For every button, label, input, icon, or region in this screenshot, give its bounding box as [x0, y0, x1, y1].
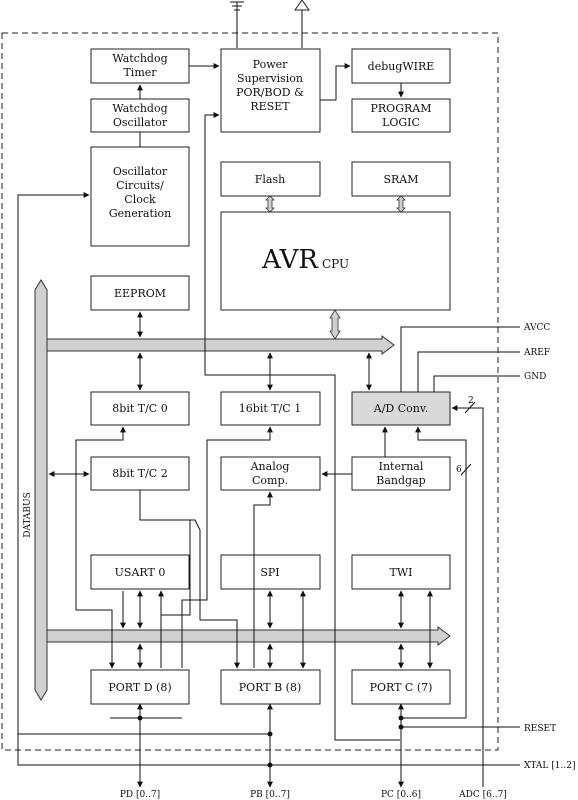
power-supervision-block: [220, 48, 321, 133]
power-label-3: POR/BOD &: [236, 86, 304, 99]
watchdog-oscillator-label-2: Oscillator: [113, 116, 168, 129]
osc-label-2: Circuits/: [116, 179, 164, 192]
pin-aref: AREF: [523, 348, 550, 358]
watchdog-oscillator-label-1: Watchdog: [112, 102, 167, 115]
tc0-label: 8bit T/C 0: [112, 402, 167, 415]
tc2-label: 8bit T/C 2: [112, 467, 167, 480]
bandgap-bus-width: 6: [456, 465, 462, 475]
eeprom-label: EEPROM: [114, 287, 166, 300]
flash-label: Flash: [255, 173, 285, 186]
sram-cpu-link: [396, 195, 406, 213]
bandgap-label-2: Bandgap: [376, 474, 425, 487]
databus: DATABUS: [23, 279, 48, 701]
tc2-block: [90, 456, 190, 491]
watchdog-timer-label-2: Timer: [123, 66, 157, 79]
usart-block: [90, 554, 190, 590]
spi-block: [220, 554, 321, 590]
program-logic-label-2: LOGIC: [382, 116, 420, 129]
osc-label-1: Oscillator: [113, 165, 168, 178]
internal-bus-upper: [46, 335, 395, 355]
flash-cpu-link: [265, 195, 275, 213]
pin-pb: PB [0..7]: [250, 790, 290, 800]
twi-block: [351, 554, 451, 590]
analog-comp-label-1: Analog: [250, 460, 290, 473]
databus-label: DATABUS: [23, 492, 33, 538]
pin-gnd: GND: [524, 372, 546, 382]
connections: [17, 63, 520, 788]
watchdog-timer-label-1: Watchdog: [112, 52, 167, 65]
chip-outline: [1, 32, 499, 751]
portc-block: [351, 669, 451, 705]
flash-block: [220, 161, 321, 197]
pin-pd: PD [0..7]: [120, 790, 160, 800]
cpu-sub-label: CPU: [322, 257, 349, 271]
portb-label: PORT B (8): [239, 681, 302, 694]
bandgap-block: [351, 456, 451, 491]
spi-label: SPI: [260, 566, 279, 579]
adc-label: A/D Conv.: [373, 402, 429, 415]
analog-comp-label-2: Comp.: [252, 474, 288, 487]
oscillator-circuits-block: [90, 146, 190, 247]
analog-comp-block: [220, 456, 321, 491]
pin-adc: ADC [6..7]: [458, 790, 507, 800]
portc-label: PORT C (7): [370, 681, 433, 694]
program-logic-label-1: PROGRAM: [371, 102, 432, 115]
ground-symbol: [230, 1, 244, 48]
pin-pc: PC [0..6]: [381, 790, 421, 800]
cpu-main-label: AVR: [261, 245, 319, 275]
tc0-block: [90, 391, 190, 426]
osc-label-4: Generation: [109, 207, 171, 220]
portb-block: [220, 669, 321, 705]
portd-label: PORT D (8): [108, 681, 171, 694]
adc-bus-width: 2: [468, 396, 474, 406]
tc1-label: 16bit T/C 1: [239, 402, 301, 415]
osc-label-3: Clock: [124, 193, 156, 206]
watchdog-timer-block: [90, 48, 190, 84]
sram-label: SRAM: [383, 173, 418, 186]
twi-label: TWI: [390, 566, 413, 579]
power-label-4: RESET: [250, 100, 290, 113]
program-logic-block: [351, 98, 451, 133]
power-label-1: Power: [253, 58, 289, 71]
pin-xtal: XTAL [1..2]: [524, 761, 575, 771]
supply-symbol: [294, 0, 310, 48]
internal-bus-lower: [46, 626, 451, 646]
portd-block: [90, 669, 190, 705]
cpu-bus-link: [329, 309, 341, 340]
eeprom-block: [90, 275, 190, 311]
pin-reset: RESET: [524, 724, 556, 734]
tc1-block: [220, 391, 321, 426]
debugwire-label: debugWIRE: [368, 60, 435, 73]
bandgap-label-1: Internal: [379, 460, 424, 473]
adc-block: [351, 391, 451, 426]
pin-avcc: AVCC: [523, 323, 550, 333]
sram-block: [351, 161, 451, 197]
avr-cpu-block: [220, 211, 451, 311]
power-label-2: Supervision: [237, 72, 303, 85]
usart-label: USART 0: [115, 566, 166, 579]
